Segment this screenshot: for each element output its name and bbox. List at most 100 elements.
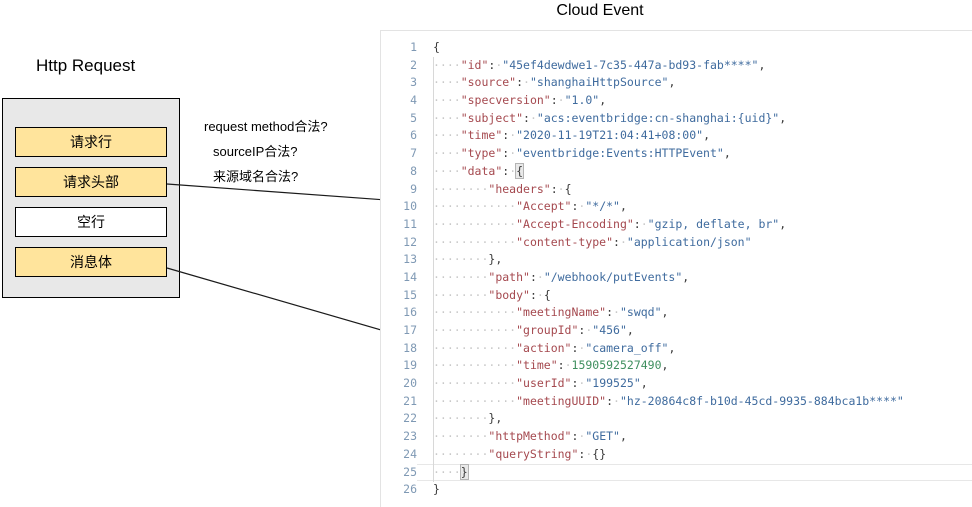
annotation-origin-domain: 来源域名合法? — [213, 169, 299, 184]
code-line[interactable]: 13········}, — [381, 251, 972, 269]
code-line[interactable]: 16············"meetingName":·"swqd", — [381, 304, 972, 322]
line-number[interactable]: 7 — [410, 146, 417, 161]
message-body-box: 消息体 — [15, 247, 167, 277]
code-line[interactable]: 22········}, — [381, 410, 972, 428]
code-token: : — [502, 128, 510, 143]
code-token: "content-type" — [516, 234, 614, 249]
line-number[interactable]: 20 — [403, 376, 417, 391]
code-line[interactable]: 11············"Accept-Encoding":·"gzip, … — [381, 216, 972, 234]
code-line[interactable]: 20············"userId":·"199525", — [381, 375, 972, 393]
code-token: "action" — [516, 340, 572, 355]
code-token: : — [633, 216, 641, 231]
line-number[interactable]: 1 — [410, 40, 417, 54]
code-token: { — [543, 287, 551, 302]
line-number[interactable]: 19 — [403, 358, 417, 373]
whitespace-dots: ···· — [433, 128, 461, 143]
line-number[interactable]: 5 — [410, 110, 417, 125]
code-token: "type" — [460, 146, 503, 161]
code-token: : — [578, 446, 586, 461]
code-token: , — [640, 376, 648, 391]
code-line[interactable]: 14········"path":·"/webhook/putEvents", — [381, 269, 972, 287]
code-token: : — [529, 287, 537, 302]
code-line[interactable]: 2····"id":·"45ef4dewdwe1-7c35-447a-bd93-… — [381, 57, 972, 75]
code-text: ············"userId":·"199525", — [417, 375, 972, 393]
code-text: ····"subject":·"acs:eventbridge:cn-shang… — [417, 110, 972, 128]
code-token: : — [529, 269, 537, 284]
code-text: ············"action":·"camera_off", — [417, 340, 972, 358]
code-token: "time" — [460, 128, 503, 143]
code-line[interactable]: 4····"specversion":·"1.0", — [381, 92, 972, 110]
code-line[interactable]: 12············"content-type":·"applicati… — [381, 234, 972, 252]
code-token: : — [488, 57, 496, 72]
code-line[interactable]: 5····"subject":·"acs:eventbridge:cn-shan… — [381, 110, 972, 128]
line-number[interactable]: 22 — [403, 411, 417, 426]
whitespace-dots: · — [536, 287, 544, 302]
code-line[interactable]: 8····"data":·{ — [381, 162, 972, 181]
line-number[interactable]: 13 — [403, 252, 417, 267]
whitespace-dots: · — [536, 269, 544, 284]
line-number[interactable]: 16 — [403, 305, 417, 320]
code-token: "2020-11-19T21:04:41+08:00" — [516, 128, 704, 143]
code-line[interactable]: 6····"time":·"2020-11-19T21:04:41+08:00"… — [381, 127, 972, 145]
code-token: "source" — [460, 75, 517, 90]
line-number[interactable]: 2 — [410, 57, 417, 72]
code-token: : — [550, 181, 558, 196]
code-line[interactable]: 23········"httpMethod":·"GET", — [381, 428, 972, 446]
code-line[interactable]: 7····"type":·"eventbridge:Events:HTTPEve… — [381, 145, 972, 163]
line-number[interactable]: 11 — [403, 216, 417, 231]
code-text: ········"queryString":·{} — [417, 446, 972, 464]
code-token: "meetingName" — [516, 305, 607, 320]
code-line[interactable]: 19············"time":·1590592527490, — [381, 357, 972, 375]
code-line[interactable]: 15········"body":·{ — [381, 287, 972, 305]
code-line[interactable]: 21············"meetingUUID":·"hz-20864c8… — [381, 393, 972, 411]
code-line[interactable]: 3····"source":·"shanghaiHttpSource", — [381, 74, 972, 92]
line-number[interactable]: 6 — [410, 128, 417, 143]
whitespace-dots: ············ — [433, 234, 517, 249]
code-token: "*/*" — [585, 199, 620, 214]
code-token: : — [516, 75, 524, 90]
line-number[interactable]: 23 — [403, 429, 417, 444]
code-line[interactable]: 9········"headers":·{ — [381, 181, 972, 199]
whitespace-dots: ············ — [433, 358, 517, 373]
code-text: ········}, — [417, 410, 972, 428]
code-token: "45ef4dewdwe1-7c35-447a-bd93-fab****" — [502, 57, 759, 72]
code-token: "gzip, deflate, br" — [647, 216, 780, 231]
code-text: ····"id":·"45ef4dewdwe1-7c35-447a-bd93-f… — [417, 57, 972, 75]
code-text: ········"headers":·{ — [417, 181, 972, 199]
code-token: , — [599, 93, 607, 108]
line-number[interactable]: 18 — [403, 340, 417, 355]
line-number[interactable]: 3 — [410, 75, 417, 90]
code-token: , — [779, 110, 787, 125]
line-number[interactable]: 10 — [403, 199, 417, 214]
whitespace-dots: ············ — [433, 340, 517, 355]
code-token: , — [758, 57, 766, 72]
code-token: { — [515, 162, 525, 179]
code-token: : — [571, 376, 579, 391]
line-number[interactable]: 25 — [403, 464, 417, 479]
line-number[interactable]: 12 — [403, 234, 417, 249]
line-number[interactable]: 17 — [403, 323, 417, 337]
code-line[interactable]: 10············"Accept":·"*/*", — [381, 198, 972, 216]
line-number[interactable]: 15 — [403, 287, 417, 302]
code-token: "Accept" — [516, 199, 572, 214]
whitespace-dots: · — [613, 305, 620, 320]
code-line[interactable]: 24········"queryString":·{} — [381, 446, 972, 464]
line-number[interactable]: 9 — [410, 181, 417, 196]
line-number[interactable]: 24 — [403, 446, 417, 461]
whitespace-dots: · — [578, 340, 586, 355]
line-number[interactable]: 21 — [403, 393, 417, 408]
code-line[interactable]: 18············"action":·"camera_off", — [381, 340, 972, 358]
code-text: ········"body":·{ — [417, 287, 972, 305]
line-number[interactable]: 14 — [403, 269, 417, 284]
code-line[interactable]: 25····} — [381, 463, 972, 482]
whitespace-dots: · — [578, 429, 586, 444]
code-text: ····"source":·"shanghaiHttpSource", — [417, 74, 972, 92]
code-line[interactable]: 1{ — [381, 39, 972, 57]
code-line[interactable]: 26} — [381, 481, 972, 499]
line-number[interactable]: 26 — [403, 482, 417, 497]
code-line[interactable]: 17············"groupId":·"456", — [381, 322, 972, 340]
line-number[interactable]: 8 — [410, 163, 417, 178]
code-text: ············"meetingName":·"swqd", — [417, 304, 972, 322]
json-editor[interactable]: 1{2····"id":·"45ef4dewdwe1-7c35-447a-bd9… — [380, 30, 972, 507]
line-number[interactable]: 4 — [410, 93, 417, 108]
